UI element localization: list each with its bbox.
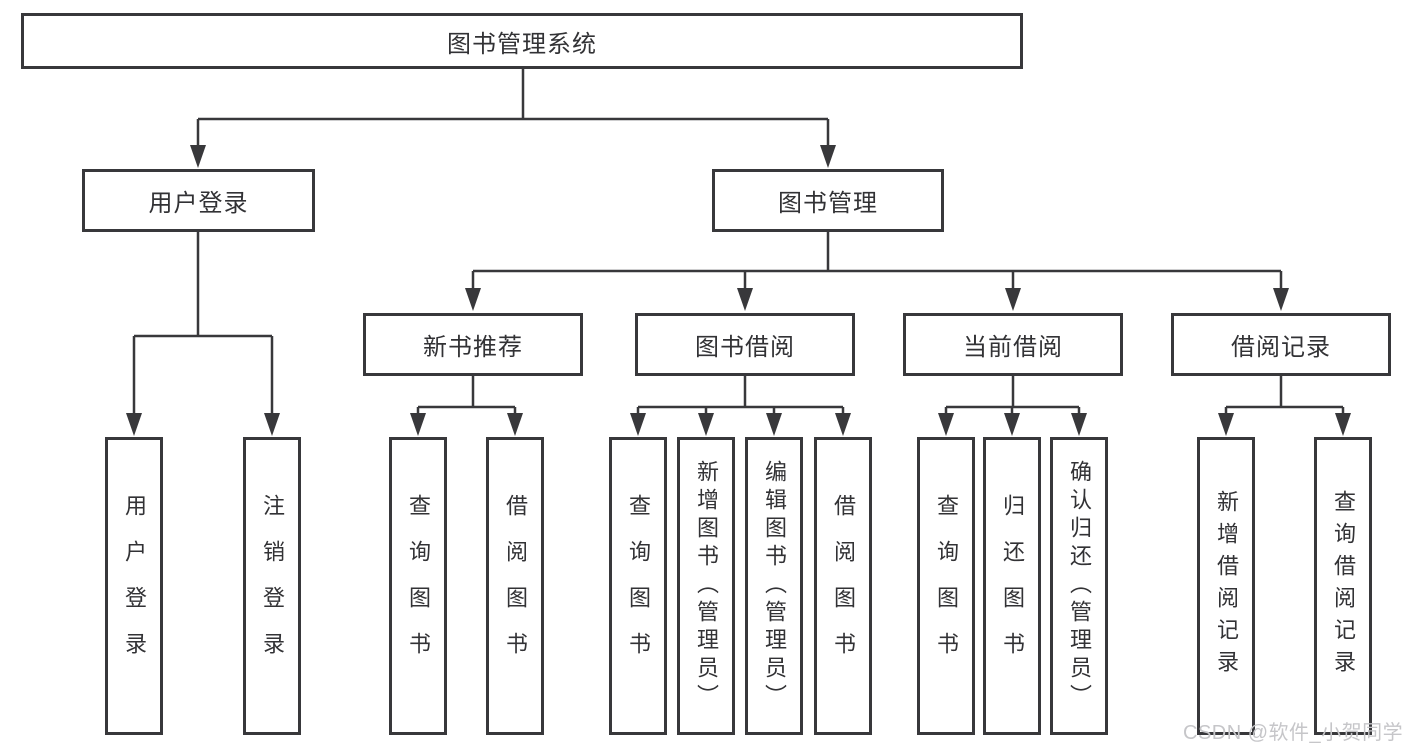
leaf-query-books-1-label: 查询图书 [406,494,431,678]
node-root: 图书管理系统 [21,13,1023,69]
node-borrow-records-label: 借阅记录 [1231,334,1331,361]
leaf-query-borrow-record-label: 查询借阅记录 [1331,490,1356,682]
leaf-confirm-return-admin: 确认归还（管理员） [1050,437,1108,735]
node-borrow-records: 借阅记录 [1171,313,1391,376]
arrowheads [126,145,1351,436]
leaf-query-books-2: 查询图书 [609,437,667,735]
node-book-borrowing: 图书借阅 [635,313,855,376]
leaf-add-borrow-record-label: 新增借阅记录 [1214,490,1239,682]
leaf-query-books-3: 查询图书 [917,437,975,735]
node-user-login: 用户登录 [82,169,315,232]
leaf-borrow-books-1: 借阅图书 [486,437,544,735]
leaf-edit-books-admin-label: 编辑图书（管理员） [762,460,787,712]
leaf-add-borrow-record: 新增借阅记录 [1197,437,1255,735]
node-book-management-label: 图书管理 [778,190,878,217]
csdn-watermark: CSDN @软件_小贺同学 [1183,722,1404,744]
leaf-borrow-books-2-label: 借阅图书 [831,494,856,678]
leaf-user-login: 用户登录 [105,437,163,735]
node-root-label: 图书管理系统 [447,30,597,58]
leaf-logout-label: 注销登录 [260,494,285,678]
node-current-borrowing: 当前借阅 [903,313,1123,376]
node-user-login-label: 用户登录 [148,190,249,217]
node-new-book-recommend: 新书推荐 [363,313,583,376]
leaf-add-books-admin-label: 新增图书（管理员） [694,460,719,712]
leaf-return-books: 归还图书 [983,437,1041,735]
node-book-management: 图书管理 [712,169,944,232]
leaf-query-books-3-label: 查询图书 [934,494,959,678]
leaf-borrow-books-1-label: 借阅图书 [503,494,528,678]
leaf-borrow-books-2: 借阅图书 [814,437,872,735]
node-book-borrowing-label: 图书借阅 [695,334,795,361]
leaf-query-borrow-record: 查询借阅记录 [1314,437,1372,735]
leaf-confirm-return-admin-label: 确认归还（管理员） [1067,460,1092,712]
leaf-user-login-label: 用户登录 [122,494,147,678]
leaf-logout: 注销登录 [243,437,301,735]
leaf-edit-books-admin: 编辑图书（管理员） [745,437,803,735]
leaf-query-books-2-label: 查询图书 [626,494,651,678]
leaf-query-books-1: 查询图书 [389,437,447,735]
node-current-borrowing-label: 当前借阅 [963,334,1063,361]
leaf-add-books-admin: 新增图书（管理员） [677,437,735,735]
leaf-return-books-label: 归还图书 [1000,494,1025,678]
node-new-book-recommend-label: 新书推荐 [423,334,523,361]
tree-edges [132,69,1345,414]
